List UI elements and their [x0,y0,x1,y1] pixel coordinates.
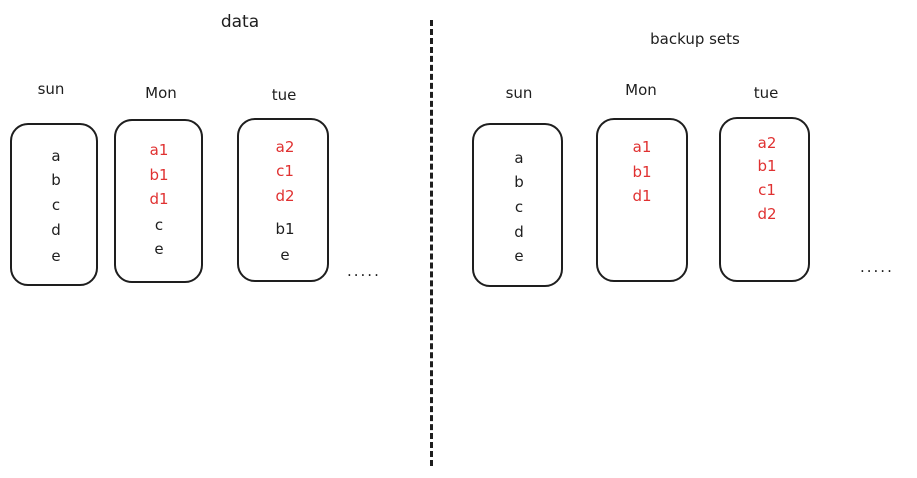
data-sun-entry: a [51,147,61,165]
data-mon-entry: c [154,216,164,234]
data-mon-entry: b1 [149,166,169,184]
data-tue-entry: b1 [275,220,295,238]
backup-box-mon: a1 b1 d1 [596,118,688,282]
backup-tue-entry: c1 [758,181,776,199]
backup-mon-entry: d1 [632,187,652,205]
backup-day-label-sun: sun [505,84,533,102]
backup-sun-entry: e [514,247,524,265]
backup-sun-entry: c [514,198,524,216]
data-box-mon: a1 b1 d1 c e [114,119,203,283]
data-day-label-mon: Mon [145,84,177,102]
data-tue-entry: e [280,246,290,264]
data-panel-title: data [220,12,260,32]
data-tue-entry: a2 [275,138,295,156]
data-sun-entry: c [51,196,61,214]
data-mon-entry: a1 [149,141,169,159]
backup-panel-title: backup sets [650,30,740,48]
backup-tue-entry: a2 [757,134,777,152]
backup-day-label-tue: tue [753,84,779,102]
data-sun-entry: b [51,171,61,189]
data-box-sun: a b c d e [10,123,98,286]
data-sun-entry: e [51,247,61,265]
backup-box-tue: a2 b1 c1 d2 [719,117,810,282]
data-more-ellipsis: ..... [347,262,381,280]
data-mon-entry: e [154,240,164,258]
data-sun-entry: d [51,221,61,239]
backup-tue-entry: b1 [757,157,777,175]
data-day-label-tue: tue [271,86,297,104]
data-tue-entry: d2 [275,187,295,205]
panel-divider [430,20,433,466]
backup-sun-entry: d [514,223,524,241]
backup-more-ellipsis: ..... [860,258,894,276]
data-tue-entry: c1 [276,162,294,180]
backup-sun-entry: a [514,149,524,167]
backup-mon-entry: a1 [632,138,652,156]
backup-box-sun: a b c d e [472,123,563,287]
backup-mon-entry: b1 [632,163,652,181]
backup-sun-entry: b [514,173,524,191]
backup-tue-entry: d2 [757,205,777,223]
backup-day-label-mon: Mon [625,81,657,99]
data-box-tue: a2 c1 d2 b1 e [237,118,329,282]
data-mon-entry: d1 [149,190,169,208]
data-day-label-sun: sun [37,80,65,98]
